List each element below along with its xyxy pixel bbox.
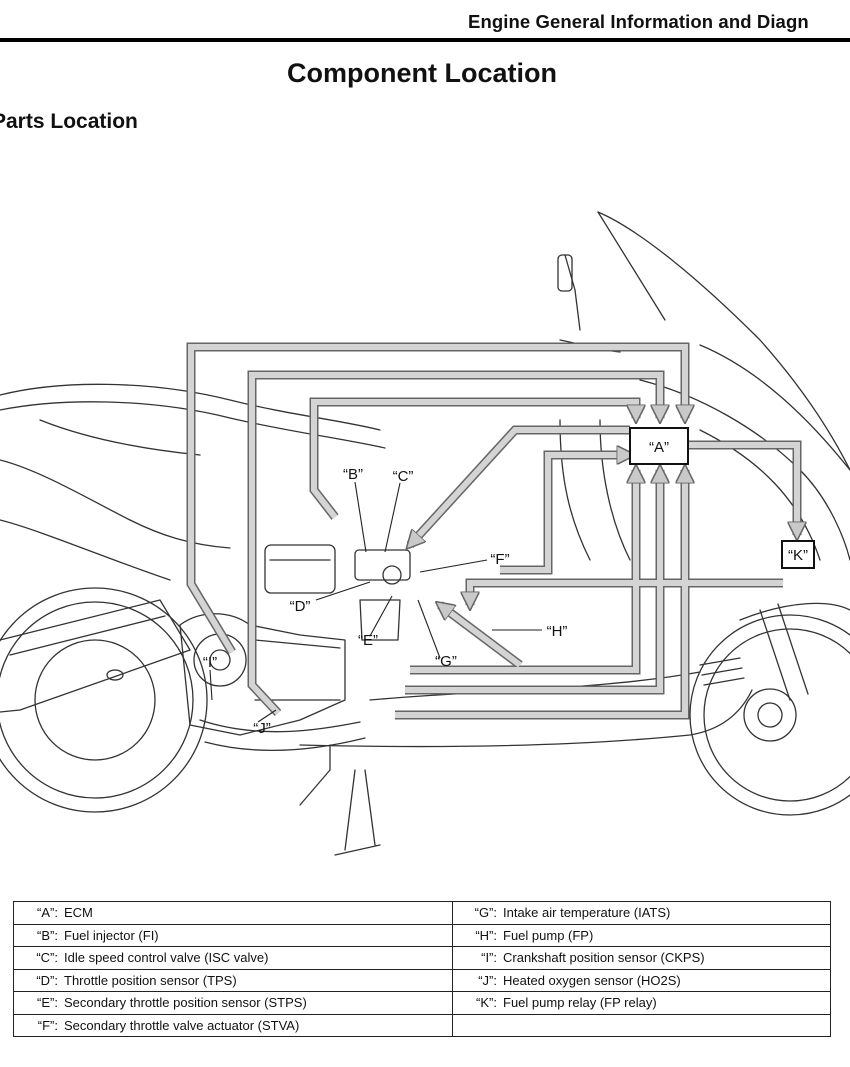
label-C: “C” bbox=[393, 468, 414, 485]
legend-cell: “C”:Idle speed control valve (ISC valve) bbox=[13, 946, 453, 970]
page-header: Engine General Information and Diagn bbox=[0, 0, 850, 44]
motorcycle-illustration bbox=[0, 211, 850, 856]
legend-cell: “B”:Fuel injector (FI) bbox=[13, 923, 453, 947]
parts-legend-table: “A”:ECM “G”:Intake air temperature (IATS… bbox=[13, 901, 831, 1037]
label-A: “A” bbox=[649, 439, 669, 456]
wiring-routes bbox=[186, 342, 797, 720]
legend-cell: “I”:Crankshaft position sensor (CKPS) bbox=[452, 946, 831, 970]
legend-cell: “A”:ECM bbox=[13, 901, 453, 925]
header-title: Engine General Information and Diagn bbox=[468, 11, 809, 32]
legend-cell: “F”:Secondary throttle valve actuator (S… bbox=[13, 1013, 453, 1037]
label-I: “I” bbox=[203, 654, 217, 671]
label-F: “F” bbox=[490, 551, 509, 568]
legend-row: “A”:ECM “G”:Intake air temperature (IATS… bbox=[13, 901, 831, 925]
label-E: “E” bbox=[358, 632, 378, 649]
section-title: Parts Location bbox=[0, 110, 138, 133]
label-G: “G” bbox=[435, 653, 457, 670]
legend-row: “F”:Secondary throttle valve actuator (S… bbox=[13, 1013, 831, 1037]
legend-cell: “D”:Throttle position sensor (TPS) bbox=[13, 968, 453, 992]
legend-cell: “K”:Fuel pump relay (FP relay) bbox=[452, 991, 831, 1015]
header-rule bbox=[0, 38, 850, 42]
label-H: “H” bbox=[547, 623, 568, 640]
legend-cell: “H”:Fuel pump (FP) bbox=[452, 923, 831, 947]
leader-lines bbox=[209, 481, 542, 723]
ecm-box bbox=[629, 427, 689, 465]
fp-relay-box bbox=[781, 540, 815, 569]
component-labels: “A” “K” “B” “C” “F” “D” “E” “H” “G” “I” … bbox=[203, 427, 815, 737]
legend-row: “B”:Fuel injector (FI) “H”:Fuel pump (FP… bbox=[13, 923, 831, 947]
label-K: “K” bbox=[788, 547, 808, 564]
legend-cell bbox=[452, 1013, 831, 1037]
label-J: “J” bbox=[253, 720, 271, 737]
page-title: Component Location bbox=[287, 58, 557, 88]
legend-cell: “J”:Heated oxygen sensor (HO2S) bbox=[452, 968, 831, 992]
legend-row: “E”:Secondary throttle position sensor (… bbox=[13, 991, 831, 1015]
legend-row: “D”:Throttle position sensor (TPS) “J”:H… bbox=[13, 968, 831, 992]
legend-cell: “G”:Intake air temperature (IATS) bbox=[452, 901, 831, 925]
label-D: “D” bbox=[290, 598, 311, 615]
legend-cell: “E”:Secondary throttle position sensor (… bbox=[13, 991, 453, 1015]
label-B: “B” bbox=[343, 466, 363, 483]
parts-location-diagram: “A” “K” “B” “C” “F” “D” “E” “H” “G” “I” … bbox=[0, 211, 850, 856]
legend-row: “C”:Idle speed control valve (ISC valve)… bbox=[13, 946, 831, 970]
